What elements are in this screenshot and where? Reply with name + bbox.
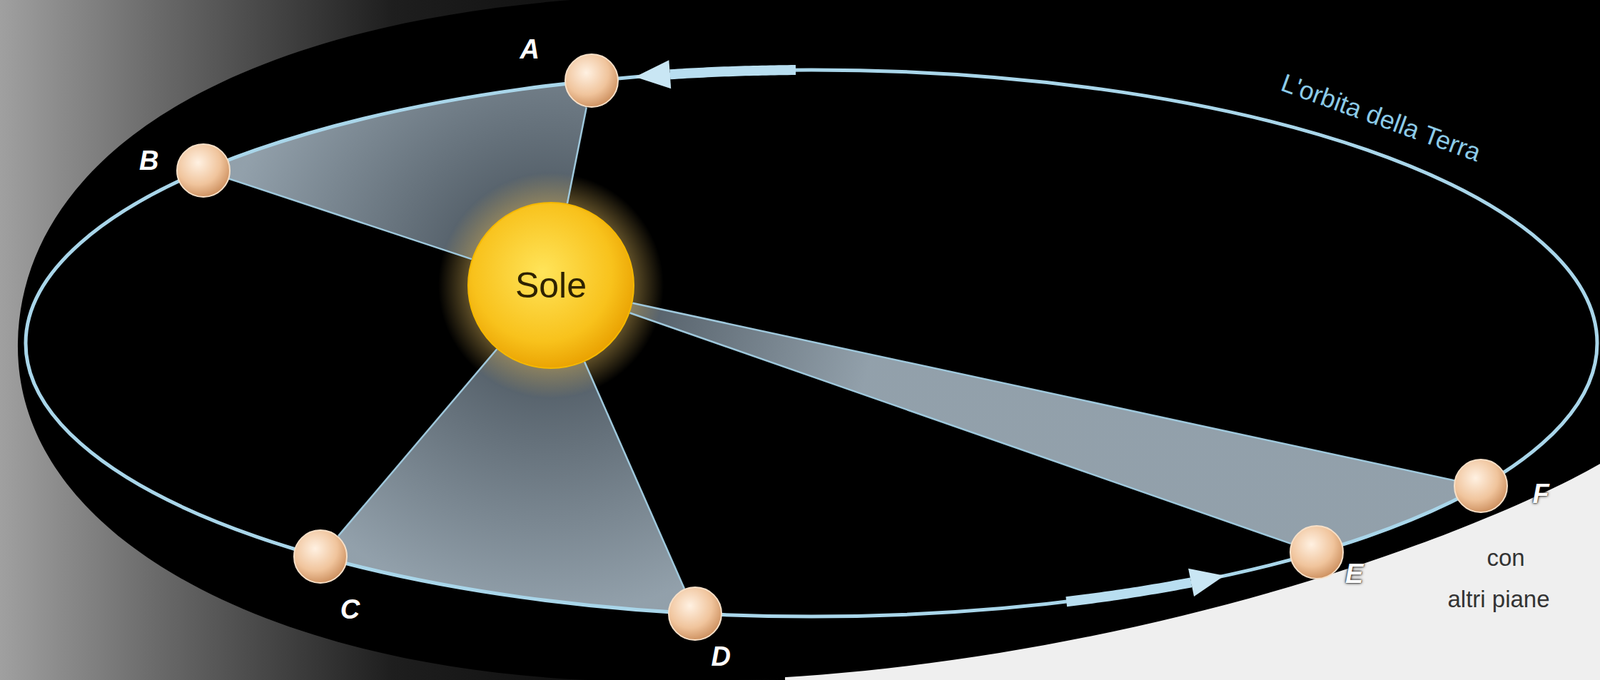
sun-glow xyxy=(438,172,664,399)
position-letter: F xyxy=(1532,480,1550,508)
planet-shape xyxy=(293,529,348,584)
text-fragment: altri piane xyxy=(1447,585,1550,614)
position-letter: E xyxy=(1345,560,1364,588)
planet-disc xyxy=(1290,525,1344,579)
position-letter: D xyxy=(711,642,731,671)
planet-position: B xyxy=(176,143,231,198)
letter-holder: A xyxy=(519,35,539,63)
planet-position: F xyxy=(1453,458,1508,514)
orbit-ellipse xyxy=(25,69,1598,617)
planet-position: D xyxy=(667,586,723,641)
arrow-head xyxy=(635,59,671,89)
position-letter: B xyxy=(139,147,159,175)
planet-disc xyxy=(1454,459,1508,513)
text-fragment: con xyxy=(1486,544,1525,572)
radius-line xyxy=(567,107,587,205)
orbit-label: L'orbita della Terra xyxy=(1276,67,1485,168)
planet-disc xyxy=(294,530,347,584)
space-ground xyxy=(17,0,1600,680)
planet-shape xyxy=(1289,525,1344,580)
position-letter: C xyxy=(340,595,360,624)
planet-disc xyxy=(668,587,722,641)
letter-holder: F xyxy=(1532,480,1550,508)
label-holder: altri piane xyxy=(1447,585,1550,614)
direction-arrow xyxy=(1066,582,1192,602)
planet-position: C xyxy=(293,529,348,584)
planet-position: E xyxy=(1289,525,1344,580)
radius-line xyxy=(338,348,497,536)
arrow-head xyxy=(1188,568,1225,597)
radius-line xyxy=(629,313,1291,544)
planet-shape xyxy=(667,586,723,641)
planet-disc xyxy=(176,144,230,197)
sun-disc xyxy=(468,202,634,369)
position-letter: A xyxy=(519,35,539,63)
label-holder: L'orbita della Terra xyxy=(1276,67,1485,168)
radius-line xyxy=(632,303,1455,481)
letter-holder: C xyxy=(340,595,360,624)
label-holder: con xyxy=(1486,544,1525,572)
sun-circle: Sole xyxy=(467,201,635,369)
radius-line xyxy=(584,361,685,589)
planet-disc xyxy=(565,54,619,108)
planet-shape xyxy=(176,143,231,198)
letter-holder: E xyxy=(1345,560,1364,588)
planet-shape xyxy=(1453,458,1508,514)
planet-shape xyxy=(564,53,619,108)
direction-arrow xyxy=(670,69,796,75)
planet-position: A xyxy=(564,53,619,108)
sun-label: Sole xyxy=(515,264,587,307)
radius-line xyxy=(229,178,472,260)
letter-holder: D xyxy=(711,642,731,671)
area-sector xyxy=(550,285,1481,553)
letter-holder: B xyxy=(139,147,159,175)
